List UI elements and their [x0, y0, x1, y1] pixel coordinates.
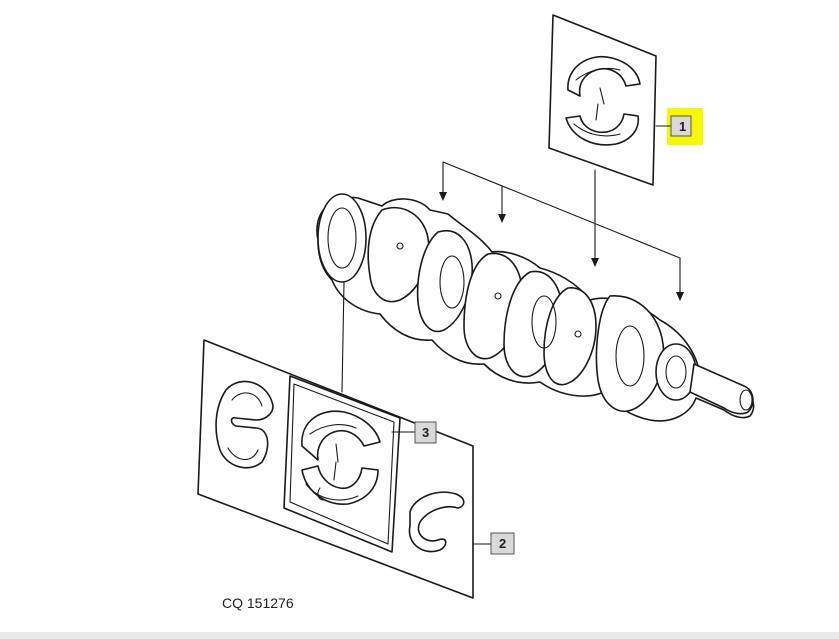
diagram-caption: CQ 151276 [222, 595, 294, 611]
callout-2: 2 [472, 532, 515, 555]
conrod-bearing-panel [283, 375, 401, 553]
callout-1-label: 1 [679, 119, 686, 134]
callout-3-label: 3 [422, 425, 429, 440]
thrust-washer-panel [197, 339, 474, 599]
crankshaft [316, 193, 755, 422]
callout-2-label: 2 [499, 536, 506, 551]
bottom-scrollbar-track [0, 632, 839, 639]
callout-3: 3 [391, 421, 437, 444]
leader-line [341, 281, 345, 393]
main-bearing-panel [548, 14, 657, 186]
callout-1: 1 [655, 108, 703, 145]
bearing-arrows [439, 161, 684, 301]
